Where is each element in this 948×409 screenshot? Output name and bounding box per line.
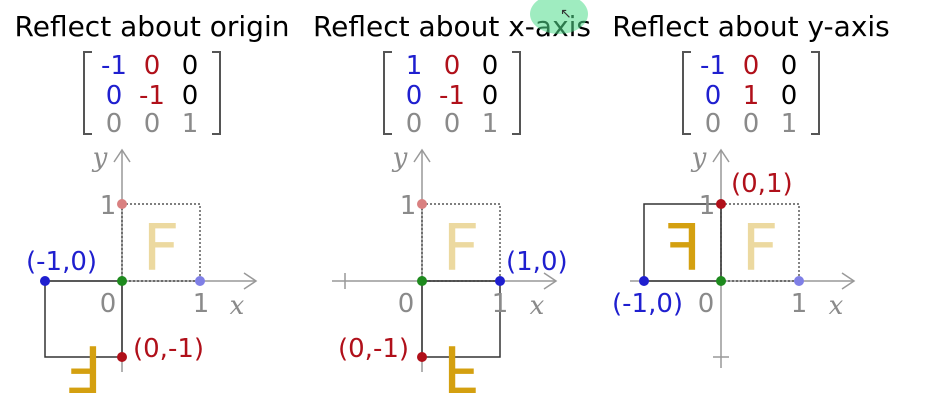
matrix-cell: 0 bbox=[144, 51, 161, 81]
transformed-square bbox=[643, 203, 722, 282]
y-axis-label: y bbox=[392, 143, 408, 173]
transformed-letter-f: F bbox=[66, 330, 103, 404]
transformed-square bbox=[421, 280, 501, 358]
blue-point-label: (-1,0) bbox=[26, 247, 97, 277]
origin-tick: 0 bbox=[698, 289, 715, 319]
matrix-cell: 0 bbox=[182, 81, 199, 111]
y-axis-label: y bbox=[92, 143, 108, 173]
red-point-label: (0,-1) bbox=[133, 334, 204, 364]
original-red-point bbox=[417, 199, 427, 209]
x-axis-arrow bbox=[543, 272, 558, 290]
y-axis-label: y bbox=[691, 143, 707, 173]
matrix-cell: 0 bbox=[781, 51, 798, 81]
y-tick-one: 1 bbox=[400, 191, 417, 221]
matrix-cell: -1 bbox=[439, 81, 465, 111]
blue-point-label: (1,0) bbox=[506, 247, 568, 277]
x-axis-label: x bbox=[530, 291, 545, 321]
matrix-right-bracket bbox=[512, 51, 521, 135]
transformed-letter-f: F bbox=[665, 212, 702, 286]
original-letter-f: F bbox=[443, 212, 480, 286]
transformed-blue-point bbox=[495, 276, 505, 286]
original-blue-point bbox=[794, 276, 804, 286]
matrix-cell: 1 bbox=[406, 51, 423, 81]
original-square bbox=[720, 203, 800, 282]
transformed-square bbox=[44, 280, 123, 358]
transformed-red-point bbox=[117, 352, 127, 362]
transformed-letter-f: F bbox=[443, 330, 480, 404]
matrix-cell: 0 bbox=[444, 51, 461, 81]
y-tick-one: 1 bbox=[100, 191, 117, 221]
matrix-cell: 0 bbox=[482, 51, 499, 81]
original-letter-f: F bbox=[143, 212, 180, 286]
matrix-cell: 1 bbox=[743, 81, 760, 111]
transformed-red-point bbox=[716, 199, 726, 209]
transformed-blue-point bbox=[639, 276, 649, 286]
y-tick-one: 1 bbox=[699, 191, 716, 221]
original-square bbox=[121, 203, 201, 282]
matrix-cell: 0 bbox=[705, 109, 722, 139]
matrix-cell: 0 bbox=[406, 81, 423, 111]
matrix-left-bracket bbox=[682, 51, 691, 135]
matrix-cell: -1 bbox=[700, 51, 726, 81]
x-tick-one: 1 bbox=[492, 289, 509, 319]
y-axis-arrow bbox=[113, 148, 131, 163]
matrix-cell: 0 bbox=[406, 109, 423, 139]
origin-tick: 0 bbox=[100, 289, 117, 319]
original-red-point bbox=[117, 199, 127, 209]
original-blue-point bbox=[195, 276, 205, 286]
transformed-red-point bbox=[417, 352, 427, 362]
red-point-label: (0,1) bbox=[731, 169, 793, 199]
red-point-label: (0,-1) bbox=[338, 334, 409, 364]
matrix-cell: 1 bbox=[482, 109, 499, 139]
matrix-cell: -1 bbox=[101, 51, 127, 81]
cursor-highlight bbox=[530, 0, 588, 34]
matrix-cell: 1 bbox=[182, 109, 199, 139]
matrix-cell: 0 bbox=[182, 51, 199, 81]
original-letter-f: F bbox=[742, 212, 779, 286]
matrix-right-bracket bbox=[212, 51, 221, 135]
matrix-cell: 0 bbox=[482, 81, 499, 111]
matrix-cell: 0 bbox=[106, 109, 123, 139]
panel-origin: Reflect about origin -1 0 0 0 -1 0 0 0 1… bbox=[15, 10, 290, 404]
matrix-cell: 0 bbox=[144, 109, 161, 139]
panel-title: Reflect about y-axis bbox=[612, 10, 890, 43]
y-axis-arrow bbox=[413, 148, 431, 163]
origin-point bbox=[417, 276, 427, 286]
x-axis-arrow bbox=[841, 272, 856, 290]
origin-point bbox=[716, 276, 726, 286]
matrix-left-bracket bbox=[383, 51, 392, 135]
matrix-cell: 0 bbox=[743, 51, 760, 81]
panel-x-axis: Reflect about x-axis 1 0 0 0 -1 0 0 0 1 … bbox=[313, 10, 591, 404]
matrix-cell: 0 bbox=[781, 81, 798, 111]
matrix-left-bracket bbox=[83, 51, 92, 135]
x-tick-one: 1 bbox=[193, 289, 210, 319]
matrix-cell: 0 bbox=[106, 81, 123, 111]
matrix-cell: 0 bbox=[705, 81, 722, 111]
x-axis-label: x bbox=[829, 291, 844, 321]
matrix-right-bracket bbox=[811, 51, 820, 135]
x-axis-arrow bbox=[243, 272, 258, 290]
panel-y-axis: Reflect about y-axis -1 0 0 0 1 0 0 0 1 … bbox=[612, 10, 890, 368]
blue-point-label: (-1,0) bbox=[612, 289, 683, 319]
x-tick-one: 1 bbox=[791, 289, 808, 319]
panel-title: Reflect about origin bbox=[15, 10, 290, 43]
matrix-cell: 0 bbox=[743, 109, 760, 139]
matrix-cell: 0 bbox=[444, 109, 461, 139]
matrix-cell: -1 bbox=[139, 81, 165, 111]
y-axis-arrow bbox=[712, 148, 730, 163]
origin-point bbox=[117, 276, 127, 286]
transformed-blue-point bbox=[40, 276, 50, 286]
mouse-pointer-icon: ↖ bbox=[560, 6, 572, 22]
x-axis-label: x bbox=[230, 291, 245, 321]
origin-tick: 0 bbox=[398, 289, 415, 319]
matrix-cell: 1 bbox=[781, 109, 798, 139]
